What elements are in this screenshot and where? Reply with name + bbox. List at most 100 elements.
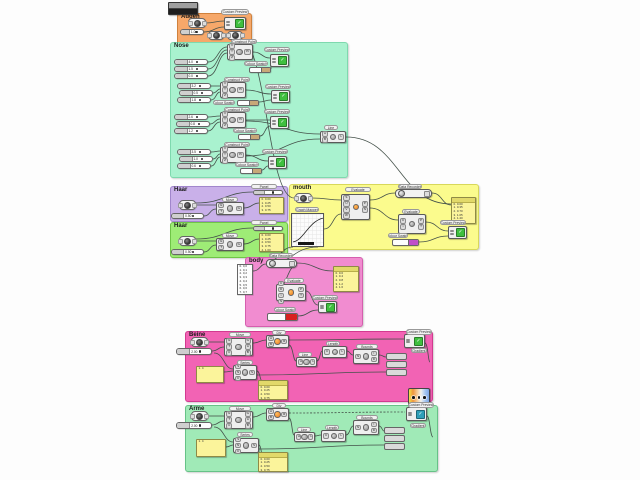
nose-slider-4b[interactable]: 1.0: [179, 156, 213, 162]
output-port[interactable]: R: [281, 338, 287, 345]
input-port[interactable]: T: [218, 208, 225, 215]
output-port[interactable]: R: [281, 411, 287, 418]
input-port[interactable]: G: [218, 202, 225, 209]
slider-grip[interactable]: [198, 84, 202, 88]
nose-slider-4c[interactable]: 0.6: [177, 163, 211, 169]
colour-chip[interactable]: [284, 314, 297, 320]
input-port[interactable]: N: [355, 424, 362, 431]
output-port[interactable]: D: [370, 356, 377, 363]
haar1-slider[interactable]: 0.50: [171, 213, 204, 219]
input-port[interactable]: A: [268, 408, 274, 415]
input-port[interactable]: G: [218, 238, 225, 245]
nose-slider-3a[interactable]: 2.6: [174, 114, 208, 120]
output-port[interactable]: Pt: [237, 152, 244, 158]
input-port[interactable]: [406, 338, 410, 341]
input-port[interactable]: [320, 304, 324, 307]
output-port[interactable]: S: [248, 369, 255, 376]
input-port[interactable]: C: [278, 280, 285, 287]
output-port[interactable]: A: [244, 344, 251, 350]
input-port[interactable]: t: [278, 292, 285, 299]
input-port[interactable]: [272, 122, 276, 125]
output-port[interactable]: A: [244, 417, 251, 423]
output-port[interactable]: L: [338, 134, 344, 140]
nose-preview-4[interactable]: ✓: [268, 156, 287, 169]
haar1-knob[interactable]: [178, 200, 197, 210]
beine-preview[interactable]: ✓: [404, 334, 425, 348]
output-port[interactable]: P: [297, 286, 304, 293]
slider-grip[interactable]: [198, 150, 202, 154]
input-port[interactable]: Z: [222, 158, 229, 164]
nose-preview-1[interactable]: ✓: [270, 54, 289, 67]
mouth-data-recorder[interactable]: [395, 189, 432, 198]
nose-slider-2c[interactable]: 1.8: [177, 97, 211, 103]
output-port[interactable]: L: [308, 434, 313, 440]
arme-preview[interactable]: ✓: [406, 407, 427, 421]
input-port[interactable]: C: [400, 218, 407, 224]
output-port[interactable]: P: [417, 218, 424, 224]
output-port[interactable]: I: [370, 350, 377, 357]
beine-param-stack[interactable]: [386, 353, 407, 376]
input-port[interactable]: [386, 353, 407, 360]
input-port[interactable]: [273, 94, 277, 97]
slider-grip[interactable]: [198, 164, 202, 168]
input-port[interactable]: B: [322, 137, 329, 143]
input-port[interactable]: [406, 341, 410, 344]
nose-slider-3b[interactable]: 0.8: [176, 121, 210, 127]
input-port[interactable]: [450, 232, 454, 235]
input-port[interactable]: [226, 23, 230, 26]
beine-knob[interactable]: [190, 337, 209, 347]
slider-grip[interactable]: [195, 60, 199, 64]
input-port[interactable]: D: [278, 286, 285, 293]
mouth-knob[interactable]: [294, 193, 313, 203]
nose-slider-4a[interactable]: 3.5: [177, 149, 211, 155]
gradient-handle[interactable]: [417, 396, 421, 399]
colour-chip[interactable]: [261, 68, 270, 72]
slider-grip[interactable]: [191, 250, 195, 254]
arme-param-stack[interactable]: [384, 427, 405, 450]
input-port[interactable]: X: [222, 81, 229, 87]
input-port[interactable]: W: [343, 213, 350, 219]
slider-grip[interactable]: [198, 424, 202, 427]
slider-grip[interactable]: [195, 115, 199, 119]
output-port[interactable]: N: [361, 207, 368, 213]
knob-right-port[interactable]: [201, 20, 207, 26]
input-port[interactable]: X: [229, 43, 236, 49]
output-port[interactable]: G: [235, 205, 242, 212]
nose-preview-3[interactable]: ✓: [270, 116, 289, 129]
input-port[interactable]: [384, 427, 405, 434]
output-port[interactable]: Pt: [237, 87, 244, 93]
knob-right-port[interactable]: [239, 33, 245, 38]
input-port[interactable]: [384, 435, 405, 442]
knob-left-port[interactable]: [190, 413, 195, 419]
knob-right-port[interactable]: [192, 202, 197, 208]
slider-grip[interactable]: [195, 74, 199, 78]
nose-slider-1a[interactable]: 4.0: [174, 59, 208, 65]
nose-slider-2b[interactable]: 0.5: [179, 90, 213, 96]
augen-preview[interactable]: ✓: [224, 17, 246, 30]
nose-swatch-4[interactable]: [240, 168, 262, 174]
input-port[interactable]: V: [343, 207, 350, 213]
knob-left-port[interactable]: [206, 33, 212, 38]
input-port[interactable]: [386, 369, 407, 376]
input-port[interactable]: N: [278, 298, 285, 305]
output-port[interactable]: G: [244, 338, 251, 344]
output-port[interactable]: T: [417, 224, 424, 230]
input-port[interactable]: C: [235, 375, 242, 382]
graph-domain-bar[interactable]: [297, 242, 314, 245]
output-port[interactable]: [288, 260, 295, 267]
input-port[interactable]: Z: [229, 55, 236, 61]
arme-knob[interactable]: [190, 411, 209, 421]
